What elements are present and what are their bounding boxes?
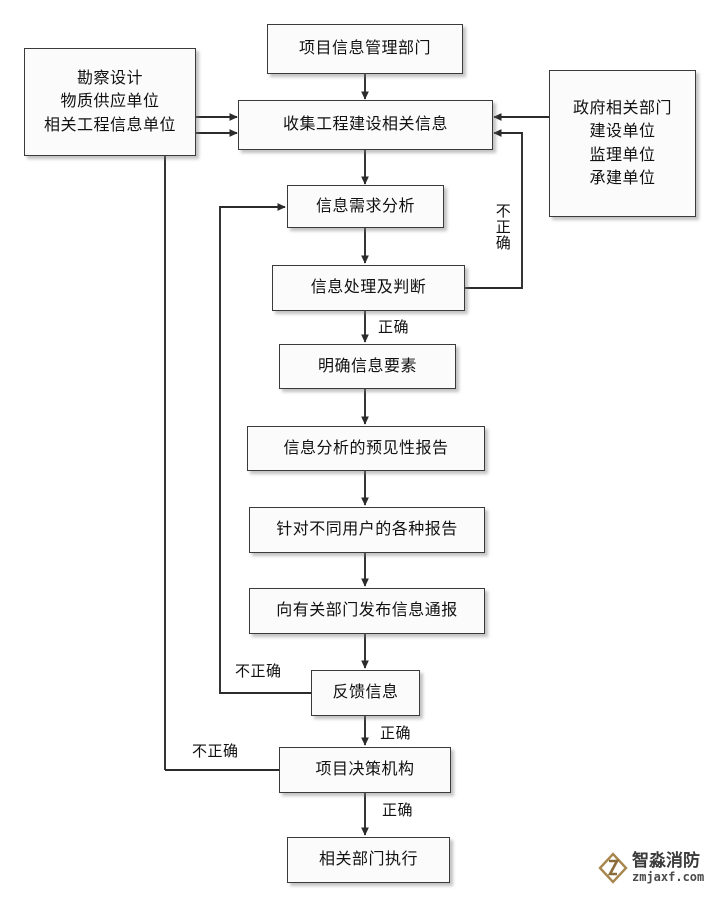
node-forecast-report-label: 信息分析的预见性报告 xyxy=(283,439,449,457)
node-decision-body[interactable]: 项目决策机构 xyxy=(279,747,451,793)
node-demand-analysis-label: 信息需求分析 xyxy=(315,197,415,215)
node-collect-info[interactable]: 收集工程建设相关信息 xyxy=(238,100,493,150)
node-demand-analysis[interactable]: 信息需求分析 xyxy=(287,185,444,228)
node-survey-design-line-1: 勘察设计 xyxy=(76,70,143,88)
node-clarify-elements-label: 明确信息要素 xyxy=(317,357,417,375)
node-publish-bulletin-label: 向有关部门发布信息通报 xyxy=(276,602,458,620)
node-survey-design-line-2: 物质供应单位 xyxy=(60,93,160,111)
edge-label-incorrect-decision: 不正确 xyxy=(192,744,239,760)
zmjaxf-logo-icon xyxy=(598,852,628,884)
node-dept-execute[interactable]: 相关部门执行 xyxy=(287,837,450,883)
wire-feedback-incorrect-to-demand xyxy=(219,203,312,694)
node-survey-design[interactable]: 勘察设计 物质供应单位 相关工程信息单位 xyxy=(24,48,196,156)
node-dept-execute-label: 相关部门执行 xyxy=(318,851,418,869)
wire-decision-to-collect xyxy=(164,129,238,770)
node-process-judge[interactable]: 信息处理及判断 xyxy=(272,265,465,311)
node-clarify-elements[interactable]: 明确信息要素 xyxy=(279,344,456,389)
watermark-url: zmjaxf.com xyxy=(632,869,705,884)
node-survey-design-line-3: 相关工程信息单位 xyxy=(43,116,176,134)
node-gov-related-line-1: 政府相关部门 xyxy=(572,100,672,118)
node-project-info-dept[interactable]: 项目信息管理部门 xyxy=(267,24,463,74)
node-publish-bulletin[interactable]: 向有关部门发布信息通报 xyxy=(249,588,485,634)
edge-label-incorrect-process: 不正确 xyxy=(493,203,510,251)
node-project-info-dept-label: 项目信息管理部门 xyxy=(298,40,431,58)
node-forecast-report[interactable]: 信息分析的预见性报告 xyxy=(247,426,485,471)
node-gov-related-line-2: 建设单位 xyxy=(589,123,656,141)
node-user-reports-label: 针对不同用户的各种报告 xyxy=(276,521,458,539)
node-feedback-info-label: 反馈信息 xyxy=(332,684,399,702)
node-gov-related[interactable]: 政府相关部门 建设单位 监理单位 承建单位 xyxy=(549,70,696,217)
edge-label-correct-decision: 正确 xyxy=(382,803,414,819)
node-collect-info-label: 收集工程建设相关信息 xyxy=(282,116,448,134)
edge-label-correct-process: 正确 xyxy=(378,320,410,336)
node-user-reports[interactable]: 针对不同用户的各种报告 xyxy=(249,507,485,553)
node-decision-body-label: 项目决策机构 xyxy=(315,761,415,779)
node-gov-related-line-3: 监理单位 xyxy=(589,146,656,164)
node-process-judge-label: 信息处理及判断 xyxy=(310,279,427,297)
watermark-name: 智淼消防 xyxy=(632,850,700,871)
node-feedback-info[interactable]: 反馈信息 xyxy=(311,670,420,716)
node-gov-related-line-4: 承建单位 xyxy=(589,169,656,187)
edge-label-correct-feedback: 正确 xyxy=(380,726,412,742)
edge-label-incorrect-feedback: 不正确 xyxy=(235,664,282,680)
watermark: 智淼消防 zmjaxf.com xyxy=(598,852,704,884)
wire-process-incorrect-to-collect xyxy=(465,129,523,289)
